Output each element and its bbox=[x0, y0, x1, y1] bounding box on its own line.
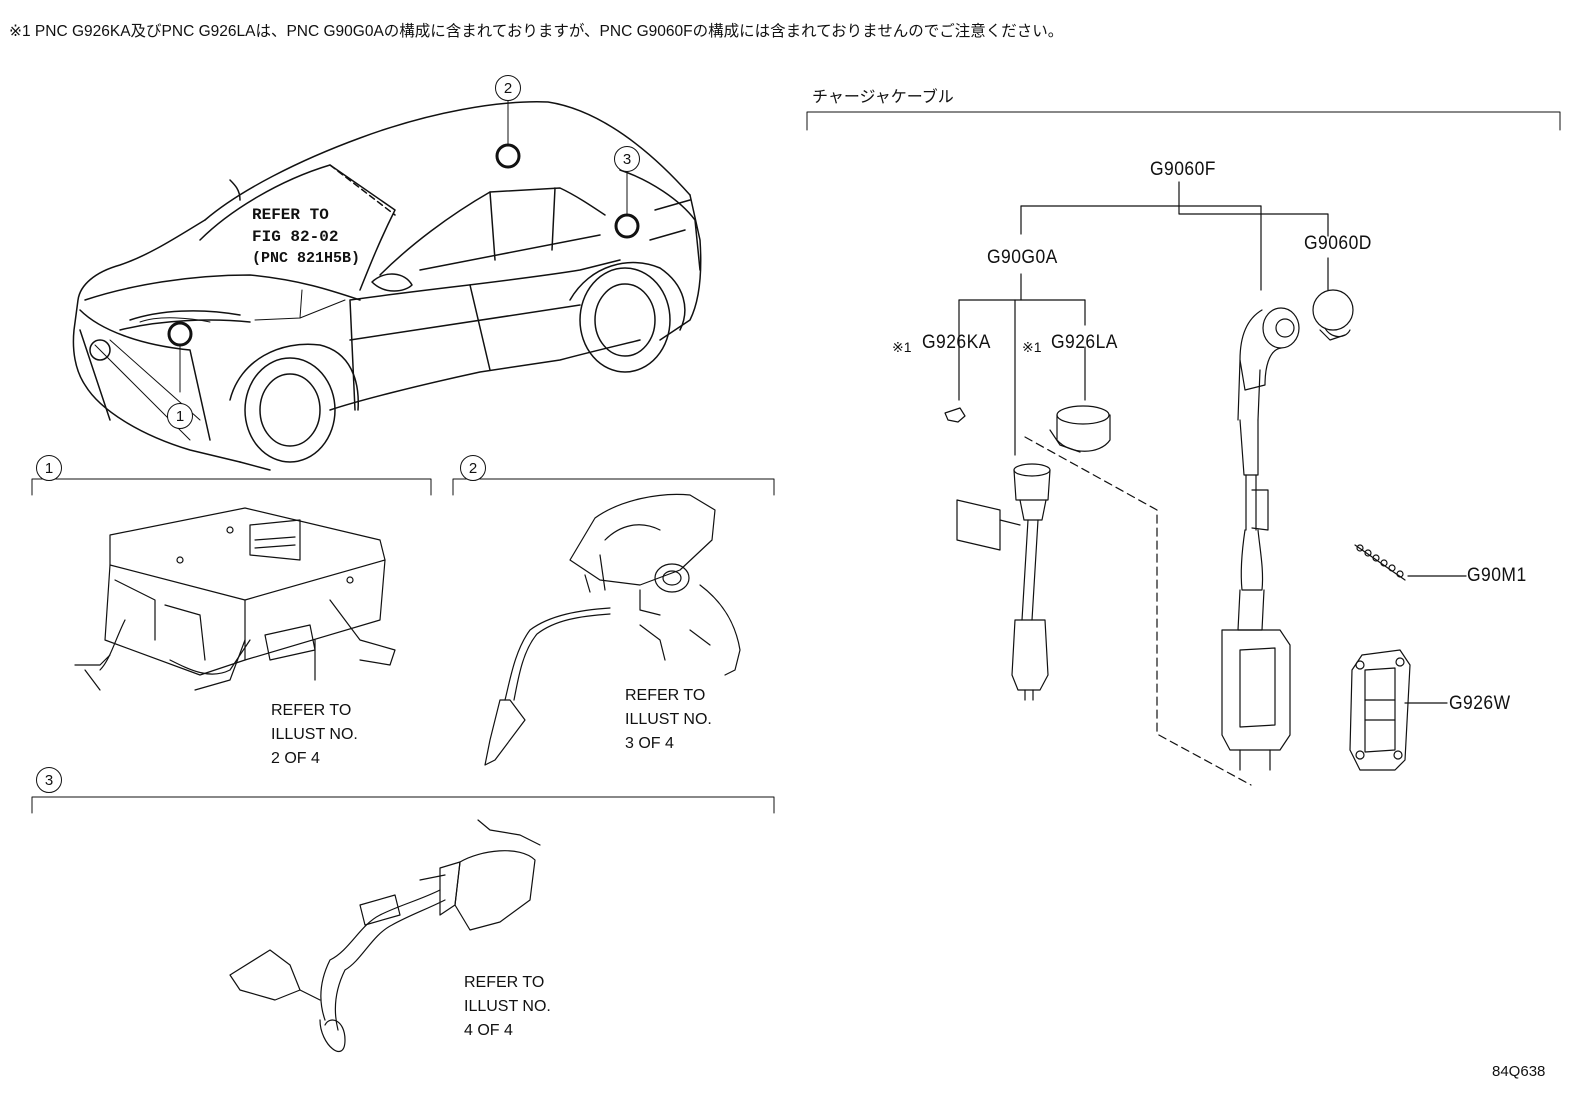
section3-refer-line1: REFER TO bbox=[464, 974, 545, 991]
footnote-mark-ka: ※1 bbox=[892, 339, 912, 355]
part-number-g926la: G926LA bbox=[1051, 332, 1118, 353]
part-g90g0a-cable bbox=[956, 463, 1051, 701]
callout-marker-1 bbox=[167, 321, 193, 347]
footnote-mark-la: ※1 bbox=[1022, 339, 1042, 355]
charger-cable-title: チャージャケーブル bbox=[812, 89, 954, 106]
part-g926w bbox=[1349, 649, 1411, 771]
part-number-g90g0a: G90G0A bbox=[987, 247, 1058, 268]
section-label-1: 1 bbox=[36, 455, 62, 481]
dashed-group-outline bbox=[1024, 436, 1252, 786]
part-g9060f-cable bbox=[1221, 307, 1300, 771]
part-number-g926ka: G926KA bbox=[922, 332, 991, 353]
callout-2: 2 bbox=[495, 75, 521, 101]
part-g926la bbox=[1049, 405, 1111, 453]
section1-refer-line1: REFER TO bbox=[271, 702, 352, 719]
part-number-g926w: G926W bbox=[1449, 693, 1511, 714]
part-illustration-1 bbox=[74, 507, 396, 691]
callout-1: 1 bbox=[167, 403, 193, 429]
section-label-2: 2 bbox=[460, 455, 486, 481]
section3-refer-line2: ILLUST NO. bbox=[464, 998, 551, 1015]
callout-3: 3 bbox=[614, 146, 640, 172]
car-refer-line2: FIG 82-02 bbox=[252, 228, 339, 246]
parts-tree bbox=[958, 181, 1467, 704]
section-label-3: 3 bbox=[36, 767, 62, 793]
part-number-g9060f: G9060F bbox=[1150, 159, 1216, 180]
footnote-note: ※1 PNC G926KA及びPNC G926LAは、PNC G90G0Aの構成… bbox=[9, 23, 1064, 40]
section2-refer-line1: REFER TO bbox=[625, 687, 706, 704]
car-refer-line3: (PNC 821H5B) bbox=[252, 250, 361, 267]
section3-refer-line3: 4 OF 4 bbox=[464, 1022, 513, 1039]
section1-refer-line3: 2 OF 4 bbox=[271, 750, 320, 767]
section1-refer-line2: ILLUST NO. bbox=[271, 726, 358, 743]
section2-refer-line2: ILLUST NO. bbox=[625, 711, 712, 728]
part-g9060d bbox=[1312, 289, 1354, 341]
part-illustration-2 bbox=[484, 493, 741, 766]
illustration-id: 84Q638 bbox=[1492, 1063, 1546, 1080]
part-number-g9060d: G9060D bbox=[1304, 233, 1372, 254]
part-g926ka bbox=[944, 407, 966, 423]
car-refer-line1: REFER TO bbox=[252, 206, 329, 224]
part-number-g90m1: G90M1 bbox=[1467, 565, 1527, 586]
part-illustration-3 bbox=[229, 819, 541, 1053]
part-g90m1 bbox=[1354, 544, 1406, 581]
callout-marker-3 bbox=[614, 213, 640, 239]
section-brackets bbox=[31, 111, 1561, 814]
vehicle-illustration bbox=[72, 99, 702, 471]
callout-marker-2 bbox=[495, 143, 521, 169]
section2-refer-line3: 3 OF 4 bbox=[625, 735, 674, 752]
